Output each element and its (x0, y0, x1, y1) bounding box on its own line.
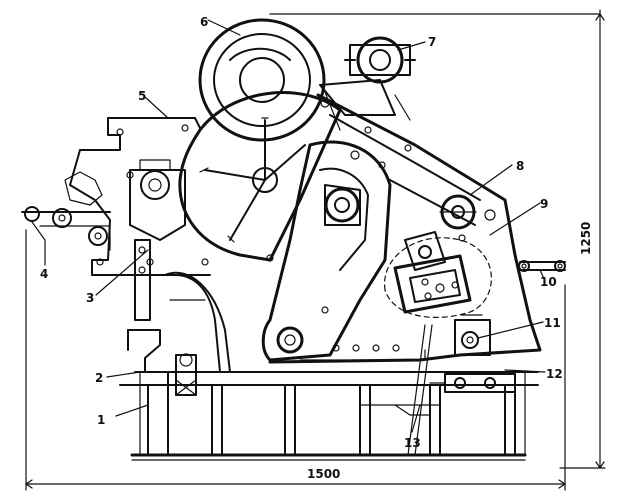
callout-5: 5 (138, 89, 146, 103)
lever-4 (21, 206, 111, 251)
plate-12 (429, 373, 516, 393)
main-disk (178, 91, 342, 262)
callout-9: 9 (540, 197, 548, 211)
main-frame (268, 93, 542, 364)
rod-13 (407, 324, 433, 456)
callout-8: 8 (516, 159, 524, 173)
callout-10: 10 (540, 275, 557, 289)
dimension-height: 1250 (579, 222, 593, 255)
callout-7: 7 (428, 35, 436, 49)
callout-3: 3 (86, 291, 94, 305)
flywheel (198, 18, 326, 142)
callout-4: 4 (40, 267, 48, 281)
left-bracket (64, 117, 211, 276)
dimension-lines (25, 9, 606, 491)
leader-lines (31, 19, 546, 433)
callout-1: 1 (97, 413, 105, 427)
callout-12: 12 (546, 367, 563, 381)
left-support (127, 271, 231, 456)
link-3 (134, 239, 151, 321)
callout-11: 11 (544, 316, 561, 330)
pitman-arm (261, 140, 392, 362)
callout-labels: 1 2 3 4 5 6 7 8 9 10 11 12 13 (40, 15, 563, 450)
callout-2: 2 (95, 371, 103, 385)
callout-13: 13 (404, 436, 421, 450)
shaft-8 (439, 194, 477, 242)
toggle-block (384, 231, 492, 318)
motor (319, 36, 416, 131)
dimension-width: 1500 (307, 467, 340, 481)
bracket-11 (454, 314, 491, 356)
callout-6: 6 (200, 15, 208, 29)
shaft-housing (129, 159, 186, 241)
handle-10 (518, 260, 566, 272)
